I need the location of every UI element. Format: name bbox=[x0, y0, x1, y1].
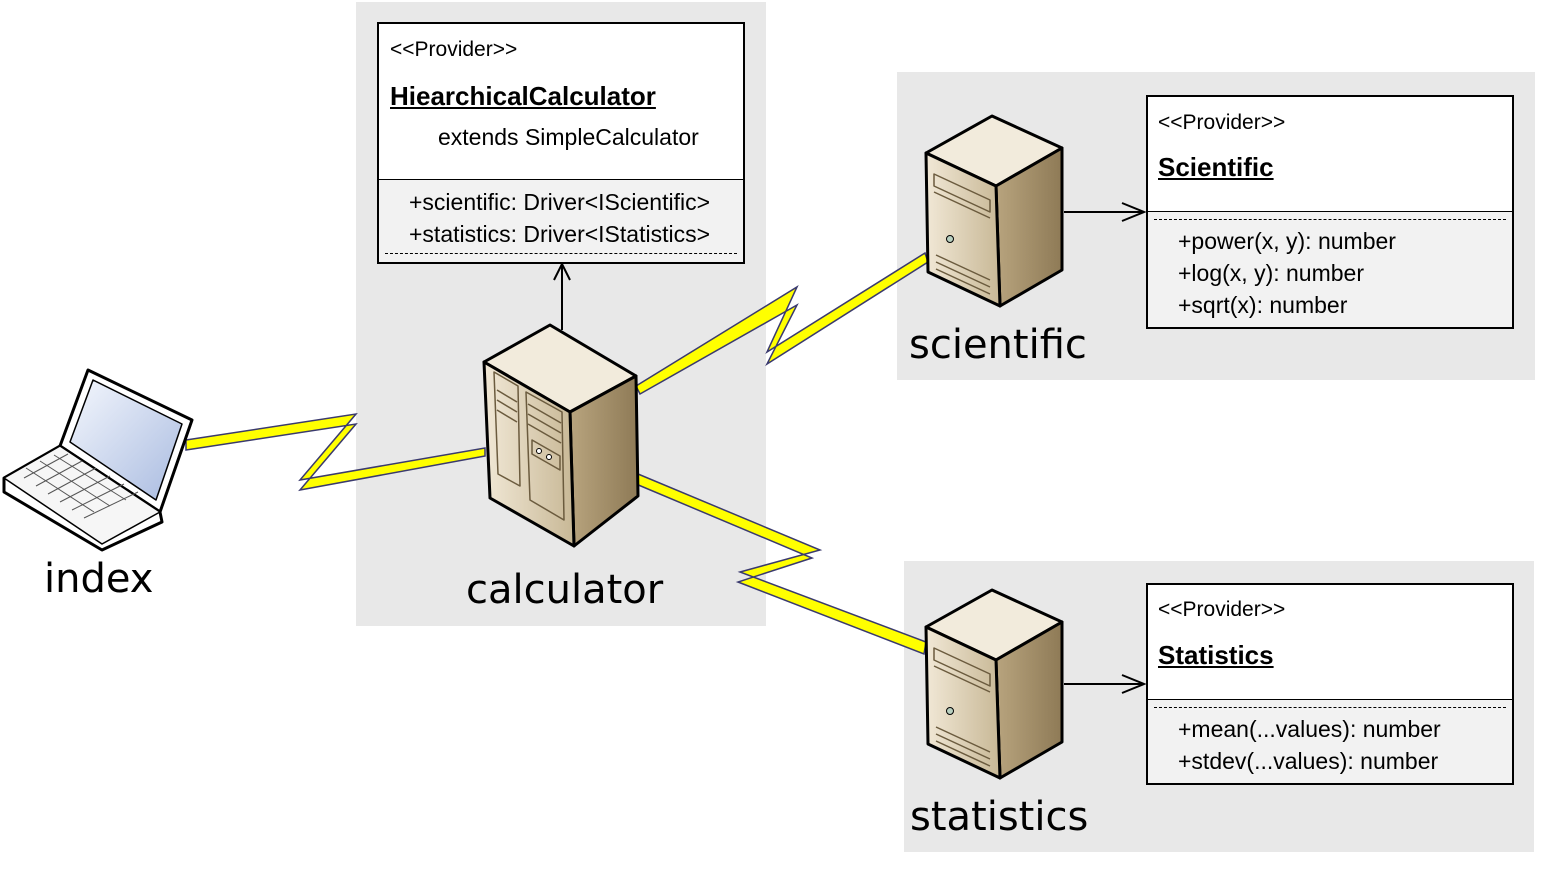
lightning-link-icon bbox=[635, 472, 927, 656]
server-icon bbox=[924, 114, 1064, 308]
arrow-icon bbox=[553, 261, 571, 330]
node-label-index: index bbox=[44, 556, 154, 602]
tower-server-icon bbox=[482, 323, 640, 548]
class-member: +scientific: Driver<IScientific> bbox=[409, 189, 711, 215]
arrow-icon bbox=[1064, 202, 1147, 222]
lightning-link-icon bbox=[185, 412, 486, 492]
class-stereotype: <<Provider>> bbox=[390, 38, 518, 61]
server-icon bbox=[924, 588, 1064, 780]
class-stereotype: <<Provider>> bbox=[1158, 111, 1286, 134]
divider bbox=[385, 253, 737, 254]
node-label-calculator: calculator bbox=[466, 567, 664, 613]
class-member: +statistics: Driver<IStatistics> bbox=[409, 221, 710, 247]
arrow-icon bbox=[1064, 674, 1147, 694]
class-box-scientific: <<Provider>> Scientific +power(x, y): nu… bbox=[1146, 95, 1514, 329]
divider bbox=[1154, 707, 1506, 708]
class-box-hiearchical-calculator: <<Provider>> HiearchicalCalculator exten… bbox=[377, 22, 745, 264]
class-member: +stdev(...values): number bbox=[1178, 748, 1439, 774]
class-member: +mean(...values): number bbox=[1178, 716, 1441, 742]
class-name: Statistics bbox=[1158, 640, 1274, 670]
node-label-scientific: scientific bbox=[909, 322, 1087, 368]
lightning-link-icon bbox=[635, 251, 929, 396]
class-member: +log(x, y): number bbox=[1178, 260, 1364, 286]
laptop-icon bbox=[2, 368, 194, 552]
class-member: +sqrt(x): number bbox=[1178, 292, 1348, 318]
class-extends: extends SimpleCalculator bbox=[438, 124, 699, 150]
node-label-statistics: statistics bbox=[910, 794, 1089, 840]
class-stereotype: <<Provider>> bbox=[1158, 598, 1286, 621]
class-box-statistics: <<Provider>> Statistics +mean(...values)… bbox=[1146, 583, 1514, 785]
divider bbox=[1154, 219, 1506, 220]
class-name: HiearchicalCalculator bbox=[390, 81, 656, 111]
class-name: Scientific bbox=[1158, 152, 1274, 182]
class-member: +power(x, y): number bbox=[1178, 228, 1396, 254]
